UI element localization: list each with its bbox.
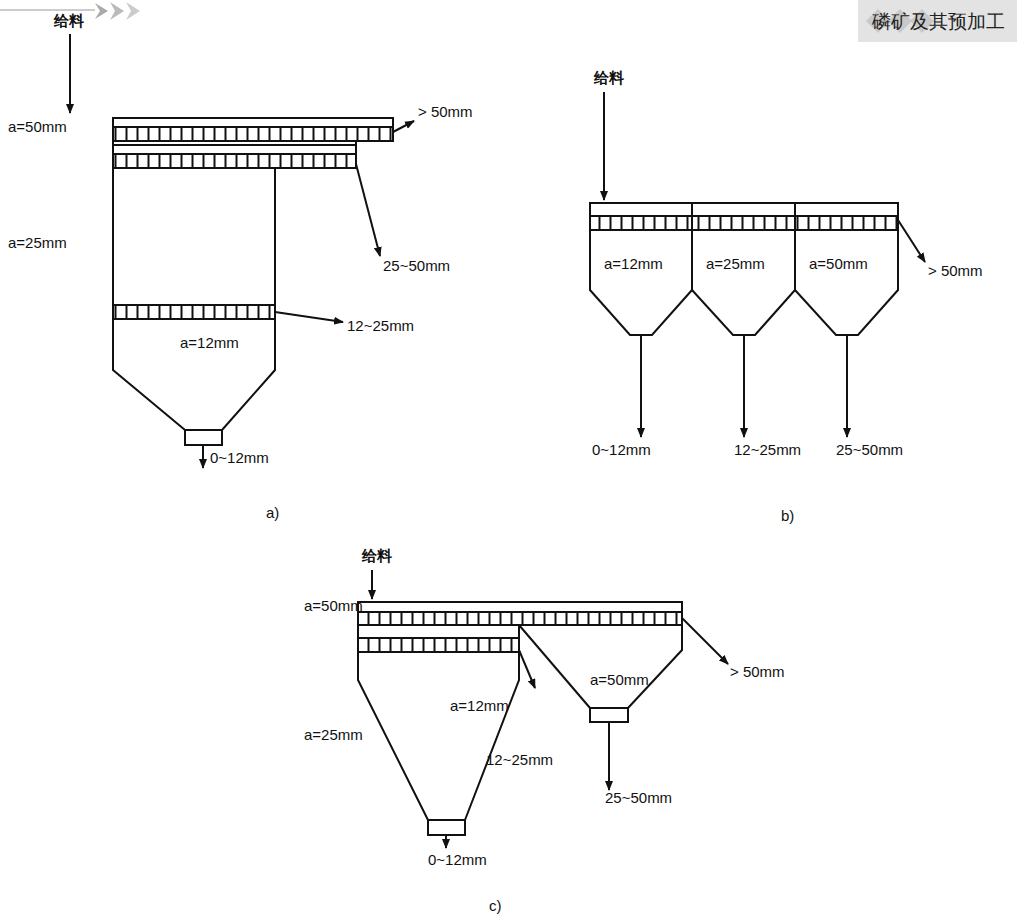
size-label: a=12mm: [180, 335, 239, 352]
size-label: > 50mm: [928, 263, 983, 280]
size-label: 12~25mm: [486, 752, 553, 769]
size-label: 25~50mm: [605, 790, 672, 807]
size-label: > 50mm: [730, 664, 785, 681]
size-label: a=12mm: [450, 698, 509, 715]
header-title: 磷矿及其预加工: [872, 11, 1005, 32]
header-band: [858, 0, 1017, 42]
size-label: a=50mm: [590, 672, 649, 689]
size-label: a=50mm: [8, 119, 67, 136]
size-label: a=25mm: [304, 727, 363, 744]
size-label: 0~12mm: [428, 852, 487, 869]
size-label: 12~25mm: [347, 318, 414, 335]
size-label: a=12mm: [604, 256, 663, 273]
size-label: 12~25mm: [734, 442, 801, 459]
size-label: 0~12mm: [592, 442, 651, 459]
size-label: > 50mm: [418, 104, 473, 121]
size-label: a): [266, 505, 279, 522]
feed-label: 给料: [594, 70, 624, 87]
feed-label: 给料: [54, 13, 84, 30]
size-label: a=50mm: [304, 598, 363, 615]
size-label: a=50mm: [809, 256, 868, 273]
size-label: a=25mm: [8, 235, 67, 252]
feed-label: 给料: [362, 548, 392, 565]
size-label: b): [781, 508, 794, 525]
size-label: a=25mm: [706, 256, 765, 273]
size-label: c): [489, 898, 502, 915]
size-label: 25~50mm: [383, 258, 450, 275]
size-label: 0~12mm: [210, 450, 269, 467]
size-label: 25~50mm: [836, 442, 903, 459]
